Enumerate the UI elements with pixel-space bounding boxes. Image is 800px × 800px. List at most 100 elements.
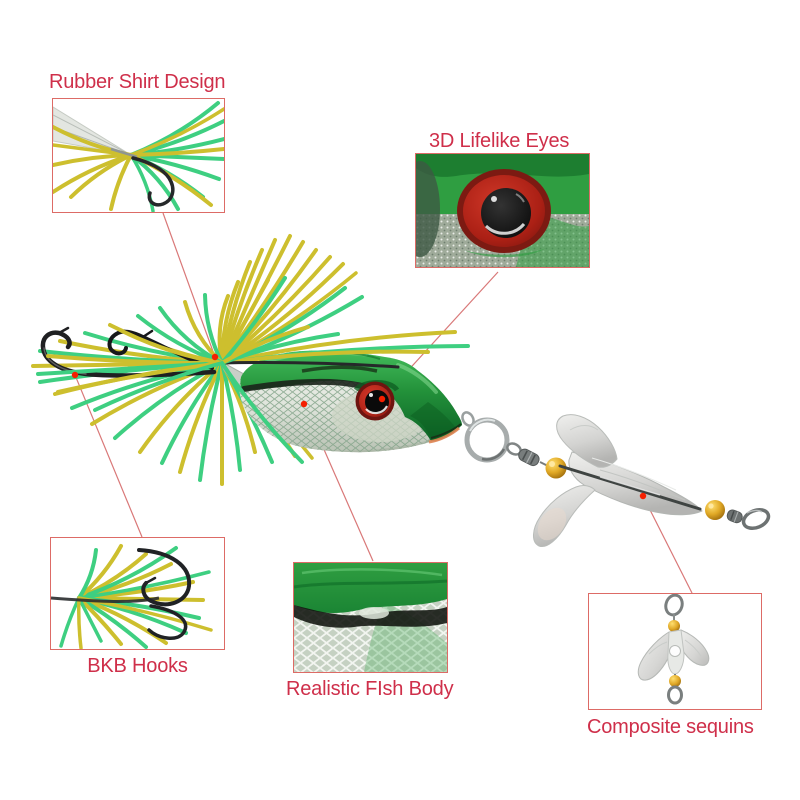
blade-axle xyxy=(558,464,702,511)
tail-cone-braid-1 xyxy=(53,114,132,156)
eye-pupil-big xyxy=(481,188,531,238)
blade-pearl-tint xyxy=(537,507,567,541)
skirt-strand xyxy=(129,147,224,157)
rubber-skirt-front xyxy=(220,325,470,464)
composite-sequins-label: Composite sequins xyxy=(587,716,754,738)
blade-streak-3 xyxy=(591,457,677,491)
blade-upper-wing xyxy=(556,414,618,468)
blade-axle-glint xyxy=(599,476,661,496)
hook-rear-barb xyxy=(141,329,154,339)
sequin-left-wing xyxy=(637,631,672,681)
eye-green-overlap xyxy=(464,248,546,258)
skirt-strand xyxy=(220,332,340,365)
green-top xyxy=(294,563,447,614)
marker-dot-body xyxy=(300,400,308,408)
bkb-hooks-inset xyxy=(50,537,225,650)
chin-orange xyxy=(428,426,460,444)
fish-body-closeup xyxy=(294,563,447,672)
snout-shade xyxy=(410,402,456,440)
skirt-strand xyxy=(129,107,224,157)
skirt-strand xyxy=(178,361,224,474)
pupil-highlight-top xyxy=(515,193,525,203)
lure-illustration xyxy=(31,234,771,548)
skirt-strand xyxy=(77,596,213,632)
rubber-skirt-mid xyxy=(36,328,224,412)
wire-tie xyxy=(110,147,138,159)
skirt-strand xyxy=(220,361,400,369)
sequins-closeup xyxy=(637,594,710,705)
eye-bg-dark-blotch xyxy=(416,154,589,177)
lure-eye xyxy=(353,380,400,421)
hooks-closeup xyxy=(51,544,213,649)
green-dark-streak xyxy=(294,579,447,589)
skirt-strand xyxy=(109,153,133,211)
skirt-strand xyxy=(56,361,224,394)
gold-bead-rear xyxy=(705,500,725,520)
rubber-shirt-closeup xyxy=(53,101,224,212)
skirt-strand xyxy=(53,153,133,194)
hook-big-closeup xyxy=(137,548,192,607)
skirt-strand xyxy=(220,276,287,365)
sequin-bead-top xyxy=(668,620,680,632)
skirt-strand xyxy=(220,349,430,365)
hook-big-barb xyxy=(144,576,157,585)
pupil-glint xyxy=(491,196,497,202)
eye-closeup xyxy=(416,154,589,267)
head-highlight xyxy=(396,363,438,394)
blotch-highlight xyxy=(359,607,389,619)
skirt-strand xyxy=(220,361,304,464)
marker-dots xyxy=(71,353,647,500)
skirt-strand xyxy=(77,596,83,649)
rubber-shirt-label: Rubber Shirt Design xyxy=(49,71,226,93)
body-green-back xyxy=(240,350,462,441)
mouth-line xyxy=(430,423,462,439)
gold-bead-rear-glint xyxy=(708,503,714,509)
hook-closeup xyxy=(131,156,175,207)
skirt-strand xyxy=(77,548,98,600)
gold-bead-front-glint xyxy=(549,461,555,467)
tail-cone xyxy=(53,106,132,156)
skirt-strand xyxy=(77,596,103,643)
lure-body xyxy=(239,350,462,453)
eye-highlight-arc xyxy=(365,405,388,415)
end-ring-glint xyxy=(746,509,763,514)
sequin-top-ring xyxy=(664,594,684,617)
skirt-strand xyxy=(59,596,81,648)
marker-dot-blade xyxy=(639,492,647,500)
marker-dot-hook xyxy=(71,371,79,379)
bkb-strands xyxy=(59,544,213,649)
sequin-hole xyxy=(669,645,681,657)
skirt-strand xyxy=(220,325,310,365)
marker-dot-eye xyxy=(378,395,386,403)
blade-streak-1 xyxy=(569,425,599,431)
sequin-bottom-ring xyxy=(667,685,683,705)
skirt-strand xyxy=(113,361,224,440)
hook-front-barb xyxy=(57,326,70,335)
hook-small-closeup xyxy=(147,604,188,640)
wing-streak-right xyxy=(684,639,702,657)
lifelike-eyes-inset xyxy=(415,153,590,268)
skirt-strand xyxy=(198,361,224,482)
skirt-strand xyxy=(220,361,242,472)
swivel-barrel xyxy=(518,448,540,467)
marker-dot-skirt xyxy=(211,353,219,361)
skirt-strand xyxy=(118,328,224,365)
skirt-strand xyxy=(203,293,224,365)
wing-streak-left xyxy=(648,641,668,655)
green-gloss xyxy=(301,568,443,577)
leader-line-sequins xyxy=(642,495,693,594)
split-ring-highlight xyxy=(469,418,496,432)
composite-sequins-inset xyxy=(588,593,762,710)
tail-hardware xyxy=(461,411,771,548)
left-shadow xyxy=(416,161,440,257)
sequin-bead-bottom xyxy=(669,675,681,687)
rear-swivel-coil xyxy=(726,509,743,524)
lifelike-eyes-label: 3D Lifelike Eyes xyxy=(429,130,570,152)
split-ring-shadow xyxy=(481,448,506,461)
fish-body-label: Realistic FIsh Body xyxy=(286,678,454,700)
pupil-highlight-low xyxy=(484,222,526,235)
leader-line-rubber-shirt xyxy=(162,212,216,358)
blade-streak-2 xyxy=(599,469,686,501)
